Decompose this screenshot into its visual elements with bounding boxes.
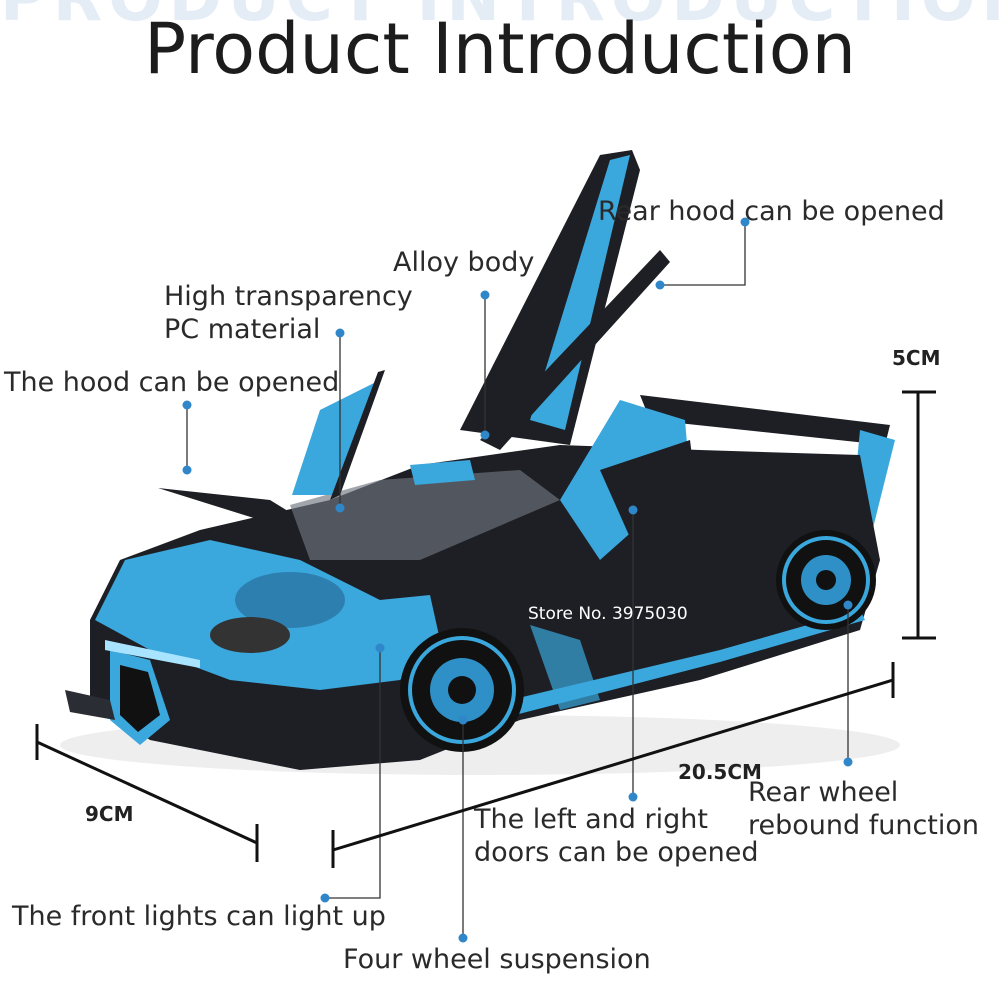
car-illustration (60, 150, 900, 775)
store-watermark: Store No. 3975030 (528, 604, 688, 624)
dimension-length: 20.5CM (678, 760, 762, 784)
label-pc-material-line2: PC material (164, 314, 321, 345)
label-rear-wheel-line1: Rear wheel (748, 777, 899, 808)
label-doors-line1: The left and right (474, 804, 708, 835)
ghost-heading: PRODUCT INTRODUCTION (0, 0, 1000, 36)
label-suspension: Four wheel suspension (343, 944, 651, 975)
dimension-width: 9CM (85, 802, 134, 826)
page-title: Product Introduction (144, 8, 856, 90)
callout-dots (182, 217, 853, 943)
label-doors-line2: doors can be opened (474, 837, 759, 868)
dimension-height: 5CM (892, 346, 941, 370)
label-hood: The hood can be opened (4, 367, 340, 398)
dimension-lines (35, 390, 936, 868)
label-alloy-body: Alloy body (393, 247, 535, 278)
callout-lines (186, 222, 849, 938)
label-rear-wheel-line2: rebound function (748, 810, 980, 841)
label-pc-material-line1: High transparency (164, 281, 413, 312)
label-front-lights: The front lights can light up (12, 901, 386, 932)
label-rear-hood: Rear hood can be opened (598, 196, 945, 227)
